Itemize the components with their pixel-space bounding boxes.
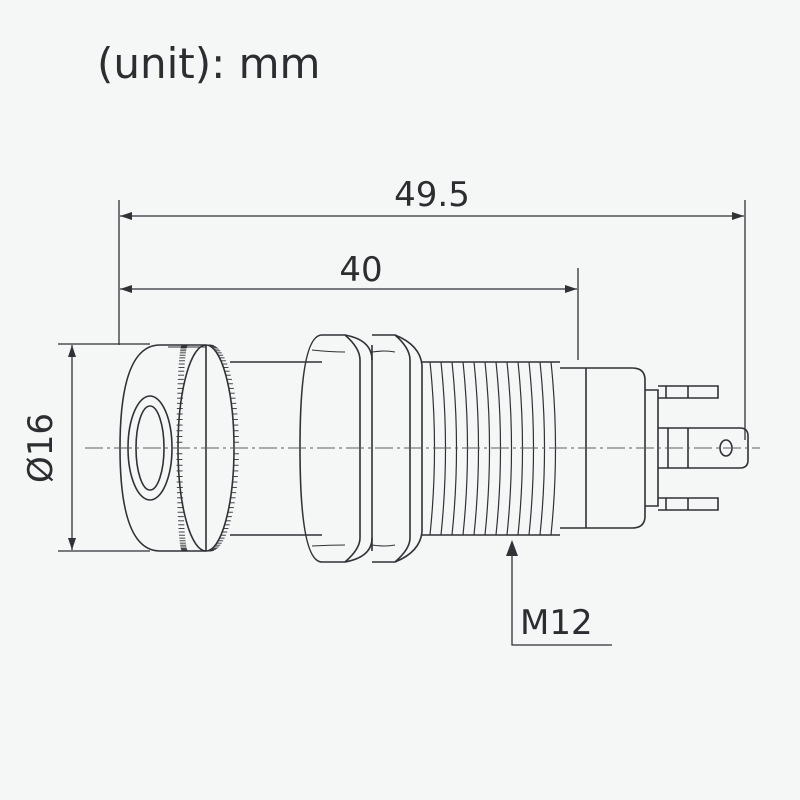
thread-label: M12: [520, 603, 593, 643]
body-length-label: 40: [339, 250, 382, 290]
terminal-top: [658, 385, 719, 399]
hex-nut-1: [299, 334, 373, 563]
thread-leader-line: [511, 542, 612, 646]
diameter-label: Ø16: [21, 413, 61, 483]
terminal-bottom: [658, 497, 719, 511]
hex-nut-2: [371, 334, 423, 563]
cylinder-body: [230, 361, 322, 536]
dimension-lines: [58, 200, 746, 646]
unit-label: (unit): mm: [97, 39, 320, 88]
overall-length-label: 49.5: [394, 175, 470, 215]
front-cap: [119, 344, 206, 552]
